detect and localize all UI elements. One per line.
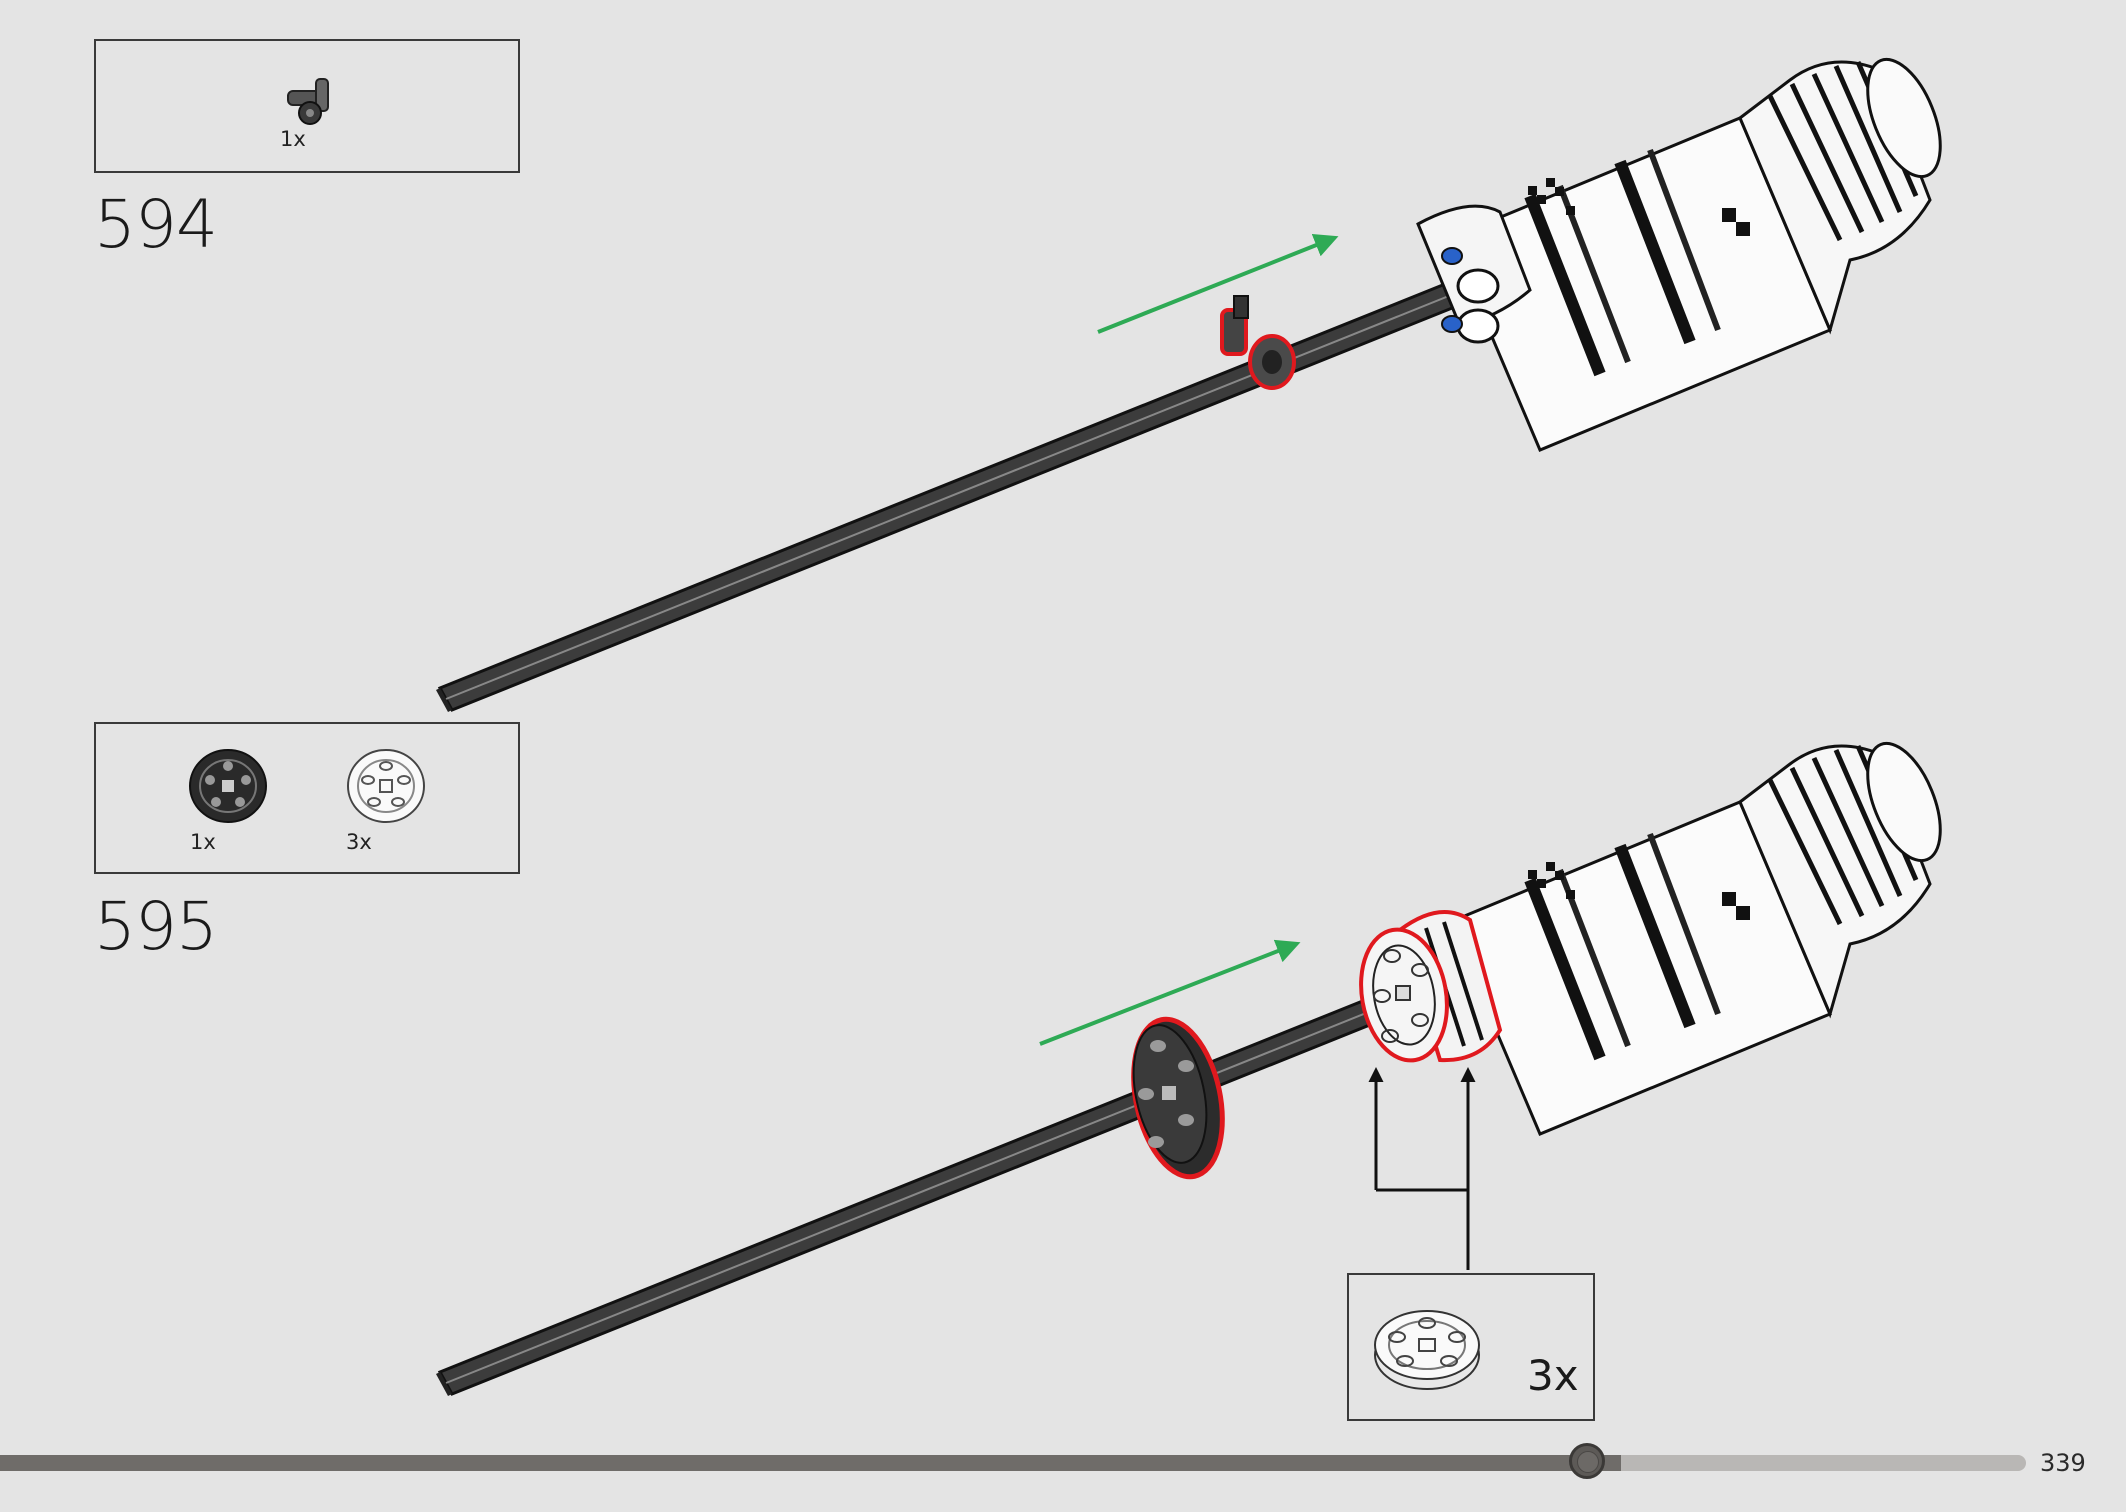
highlighted-white-discs xyxy=(1359,910,1503,1063)
step-number-594: 594 xyxy=(94,186,218,263)
step-number-595: 595 xyxy=(94,888,218,965)
parts-list-box-595: 1x 3x xyxy=(94,722,520,874)
lightsaber-hilt-top xyxy=(436,57,1942,712)
part-qty: 3x xyxy=(346,830,372,854)
white-wheel-disc-icon xyxy=(347,749,425,823)
page-progress-knob[interactable] xyxy=(1569,1443,1605,1479)
part-qty: 1x xyxy=(280,127,306,151)
part-qty: 1x xyxy=(190,830,216,854)
black-connector-pin-icon xyxy=(287,78,329,125)
direction-arrow xyxy=(1039,939,1301,1046)
direction-arrow xyxy=(1097,233,1339,334)
callout-box: 3x xyxy=(1347,1273,1595,1421)
parts-list-box-594: 1x xyxy=(94,39,520,173)
page-number: 339 xyxy=(2040,1449,2086,1477)
callout-qty: 3x xyxy=(1527,1351,1579,1400)
highlighted-black-disc xyxy=(1131,1016,1225,1180)
highlighted-connector-part xyxy=(1220,295,1296,390)
callout-leader xyxy=(1368,1067,1476,1270)
black-wheel-disc-icon xyxy=(189,749,267,823)
page-progress-bar[interactable] xyxy=(0,1443,2026,1479)
white-wheel-disc-icon xyxy=(1374,1310,1480,1390)
page-progress-fill xyxy=(0,1455,1621,1471)
